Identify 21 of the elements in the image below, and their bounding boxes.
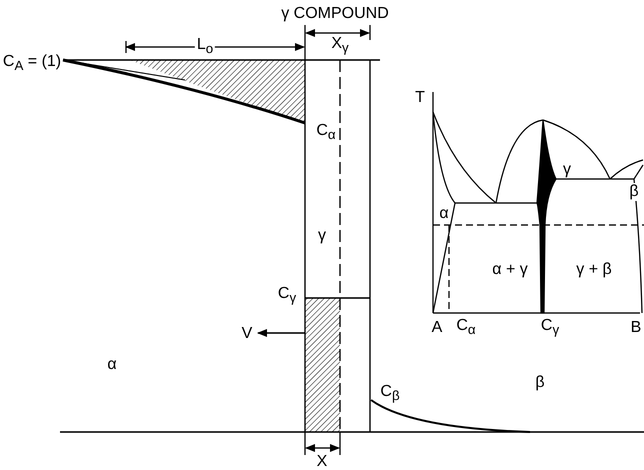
axis-label: A [432,319,442,337]
axis-label: C$_{α}$ [456,316,476,340]
phase-label: γ + β [576,261,612,279]
phase-label: γ [318,227,326,245]
phase-label: β [535,374,545,392]
phase-label: β [627,183,641,201]
phase-label: α [439,205,449,223]
concentration-label: C$_{γ}$ [278,284,296,308]
phase-name: γ COMPOUND [281,5,389,23]
phase-label: γ [563,161,571,179]
concentration-label: C$_{β}$ [380,382,400,406]
dimension-label: X [316,453,328,470]
phase-label: α [107,356,117,374]
dimension-label: X$_{γ}$ [331,34,349,58]
phase-label: α + γ [492,261,528,279]
concentration-label: C$_{A}$ = (1) [2,52,62,76]
axis-label: T [415,89,425,107]
concentration-label: C$_{α}$ [316,122,336,144]
axis-label: B [630,319,642,337]
velocity-label: V [242,325,252,343]
axis-label: C$_{γ}$ [540,316,560,340]
